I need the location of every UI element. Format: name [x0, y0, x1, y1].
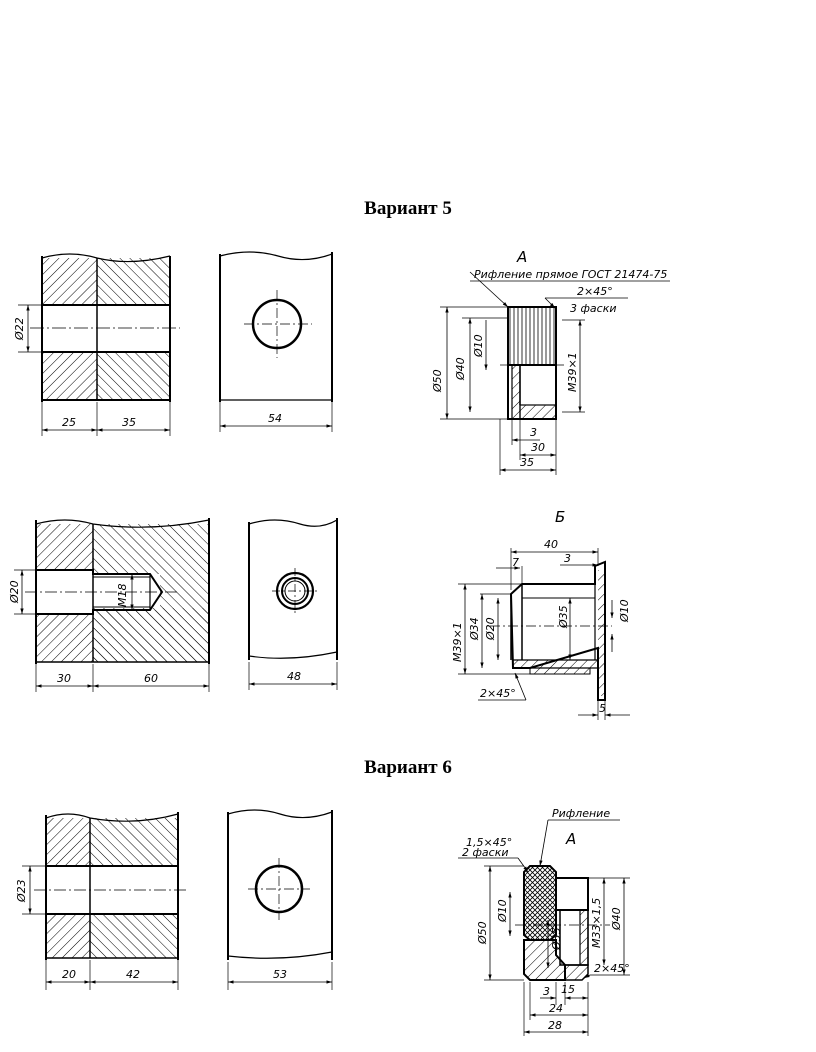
v5-r2-w2-label: 60 — [144, 672, 158, 685]
v6-part-A — [458, 819, 630, 1036]
v5-r2-d10-label: Ø10 — [618, 599, 631, 623]
v5-r2-d3-label: 3 — [564, 552, 571, 565]
v5-r2-section-view — [14, 518, 210, 692]
v6-w1-label: 20 — [62, 968, 76, 981]
v6-chamfer1b-label: 2 фаски — [462, 846, 508, 859]
v5-r1-h30-label: 30 — [531, 441, 545, 454]
variant-5-title: Вариант 5 — [364, 198, 452, 219]
v6-section-view — [22, 812, 186, 990]
v5-r2-d35-label: Ø35 — [557, 605, 570, 629]
v5-r1-plate-w-label: 54 — [268, 412, 282, 425]
variant-6-title: Вариант 6 — [364, 757, 452, 778]
v6-d35-label: Ø35 — [550, 927, 563, 951]
v5-r1-d10-label: Ø10 — [472, 334, 485, 358]
v5-r2-d40-label: 40 — [544, 538, 558, 551]
v5-r2-plate-w-label: 48 — [287, 670, 301, 683]
v5-r1-part-label: А — [516, 248, 527, 266]
v5-r2-thread-label: M18 — [116, 584, 129, 608]
v5-r1-section-view — [18, 253, 180, 436]
v6-chamfer1-label: 1,5×45° — [466, 836, 512, 849]
v6-d10-label: Ø10 — [496, 899, 509, 923]
v5-r1-part-A — [440, 271, 670, 475]
v6-d40-label: Ø40 — [610, 907, 623, 931]
v5-r2-part-B — [458, 548, 630, 720]
v5-r2-plate-view — [248, 518, 338, 690]
v5-r1-w2-label: 35 — [122, 416, 136, 429]
v5-r2-dia-label: Ø20 — [8, 580, 21, 604]
v6-d50-label: Ø50 — [476, 921, 489, 945]
v6-plate-w-label: 53 — [273, 968, 287, 981]
v5-r1-note-knurl: Рифление прямое ГОСТ 21474-75 — [474, 268, 667, 281]
v6-h15-label: 15 — [561, 983, 575, 996]
v5-r2-thread-label-B: M39×1 — [451, 622, 464, 662]
v5-r1-h35-label: 35 — [520, 456, 534, 469]
v5-r2-d7-label: 7 — [512, 556, 519, 569]
v5-r1-dia-label: Ø22 — [13, 317, 26, 341]
v5-r1-note-3faces: 3 фаски — [570, 302, 616, 315]
v5-r1-plate-view — [219, 251, 333, 432]
v5-r1-w1-label: 25 — [62, 416, 76, 429]
v5-r2-d34-label: Ø34 — [468, 617, 481, 641]
v5-r2-w1-label: 30 — [57, 672, 71, 685]
v6-h3-label: 3 — [543, 985, 550, 998]
v5-r1-h3-label: 3 — [530, 426, 537, 439]
v5-r1-note-chamfer: 2×45° — [577, 285, 613, 298]
v5-r2-d20-label: Ø20 — [484, 617, 497, 641]
v6-w2-label: 42 — [126, 968, 140, 981]
v5-r2-part-label: Б — [555, 508, 565, 526]
v6-knurl-note: Рифление — [552, 807, 610, 820]
v6-chamfer2-label: 2×45° — [594, 962, 630, 975]
v6-plate-view — [227, 809, 333, 990]
v5-r2-d5-label: 5 — [599, 702, 606, 715]
v6-thread-label: M33×1,5 — [590, 898, 603, 948]
v5-r1-d50-label: Ø50 — [431, 369, 444, 393]
v5-r1-d40-label: Ø40 — [454, 357, 467, 381]
v6-part-label: А — [565, 830, 576, 848]
v5-r1-thread-label: M39×1 — [566, 352, 579, 392]
v5-r2-chamfer-label: 2×45° — [480, 687, 516, 700]
v6-h28-label: 28 — [548, 1019, 562, 1032]
v6-h24-label: 24 — [549, 1002, 563, 1015]
v6-dia-label: Ø23 — [15, 879, 28, 903]
